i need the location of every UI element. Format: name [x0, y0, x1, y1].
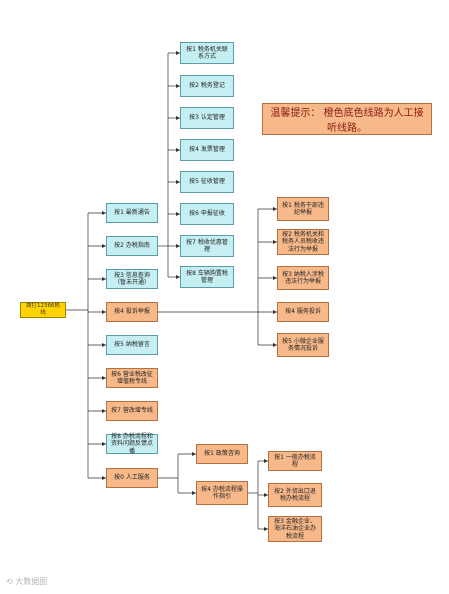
manual-node: 按1 政策咨询: [196, 444, 248, 464]
guide-node: 按8 车辆购置税管理: [180, 266, 234, 288]
flow-label: 按1 一般办税流程: [274, 453, 316, 469]
guide-node: 按3 认定管理: [180, 107, 234, 129]
complaint-label: 按1 税务干部违纪举报: [282, 201, 324, 217]
menu-label: 按2 办税指南: [114, 242, 150, 250]
watermark-icon: ⟲: [6, 577, 13, 586]
menu-node: 按7 营改增专线: [106, 401, 158, 421]
arrow-head: [273, 343, 277, 347]
arrow-head: [176, 148, 180, 152]
complaint-node: 按3 纳税人涉税违法行为举报: [277, 266, 329, 290]
menu-node: 按6 营业税改征增值税专线: [106, 368, 158, 388]
menu-node: 按4 投诉举报: [106, 302, 158, 322]
manual-label: 按4 办税流程操作指引: [201, 485, 243, 501]
complaint-label: 按4 服务投诉: [285, 308, 321, 316]
complaint-label: 按3 纳税人涉税违法行为举报: [282, 270, 324, 286]
root-node: 拨打12366热线: [20, 302, 66, 318]
flow-label: 按3 金融企业、海洋石油企业办税流程: [273, 517, 316, 540]
arrow-head: [176, 180, 180, 184]
menu-node: 按1 最新通告: [106, 203, 158, 223]
tip-title: 温馨提示：: [270, 108, 321, 119]
menu-node: 按2 办税指南: [106, 236, 158, 256]
menu-label: 按4 投诉举报: [114, 308, 150, 316]
complaint-label: 按5 小微企业服务情况投诉: [282, 337, 324, 353]
complaint-node: 按1 税务干部违纪举报: [277, 197, 329, 221]
arrow-head: [264, 527, 268, 531]
arrow-head: [176, 51, 180, 55]
manual-node: 按4 办税流程操作指引: [196, 481, 248, 505]
flow-label: 按2 外贸出口退税办税流程: [274, 487, 316, 503]
arrow-head: [192, 491, 196, 495]
menu-label: 按7 营改增专线: [111, 407, 153, 415]
arrow-head: [102, 211, 106, 215]
menu-node: 按8 办税流程和资料问题反馈点播: [106, 432, 158, 455]
menu-node: 按0 人工服务: [106, 468, 158, 488]
menu-label: 按8 办税流程和资料问题反馈点播: [110, 432, 153, 455]
arrow-head: [102, 343, 106, 347]
arrow-head: [102, 244, 106, 248]
menu-node: 按5 纳税留言: [106, 335, 158, 355]
complaint-label: 按2 税务机关和税务人员税收违法行为举报: [281, 230, 324, 253]
menu-label: 按1 最新通告: [114, 209, 150, 217]
guide-label: 按4 发票管理: [189, 146, 225, 154]
arrow-head: [102, 277, 106, 281]
guide-label: 按6 申报征收: [189, 210, 225, 218]
arrow-head: [273, 207, 277, 211]
arrow-head: [273, 240, 277, 244]
menu-label: 按0 人工服务: [114, 474, 150, 482]
arrow-head: [264, 493, 268, 497]
arrow-head: [176, 212, 180, 216]
tip-text: 橙色底色线路为人工接听线路。: [323, 108, 424, 134]
guide-node: 按5 征收管理: [180, 171, 234, 193]
arrow-head: [176, 84, 180, 88]
arrow-head: [176, 275, 180, 279]
arrow-head: [192, 452, 196, 456]
guide-label: 按1 税务机关联系方式: [186, 45, 228, 61]
arrow-head: [273, 276, 277, 280]
root-label: 拨打12366热线: [26, 303, 60, 316]
arrow-head: [102, 409, 106, 413]
flow-node: 按2 外贸出口退税办税流程: [268, 483, 322, 507]
guide-node: 按1 税务机关联系方式: [180, 42, 234, 64]
arrow-head: [102, 376, 106, 380]
watermark-text: 大数据图: [15, 577, 48, 586]
menu-node: 按3 信息查询（暂未开通）: [106, 269, 158, 289]
arrow-head: [264, 459, 268, 463]
guide-node: 按4 发票管理: [180, 139, 234, 161]
flow-node: 按3 金融企业、海洋石油企业办税流程: [268, 516, 322, 542]
arrow-head: [176, 116, 180, 120]
complaint-node: 按5 小微企业服务情况投诉: [277, 333, 329, 357]
arrow-head: [102, 476, 106, 480]
complaint-node: 按4 服务投诉: [277, 302, 329, 322]
arrow-head: [176, 244, 180, 248]
arrow-head: [102, 310, 106, 314]
guide-node: 按7 税收优惠管理: [180, 235, 234, 257]
guide-label: 按7 税收优惠管理: [186, 238, 228, 254]
arrow-head: [273, 310, 277, 314]
flow-node: 按1 一般办税流程: [268, 451, 322, 471]
menu-label: 按3 信息查询（暂未开通）: [113, 271, 150, 287]
guide-label: 按8 车辆购置税管理: [186, 269, 228, 285]
tip-box: 温馨提示： 橙色底色线路为人工接听线路。: [262, 103, 432, 135]
menu-label: 按6 营业税改征增值税专线: [111, 370, 153, 386]
guide-label: 按5 征收管理: [189, 178, 225, 186]
arrow-head: [102, 442, 106, 446]
guide-label: 按2 税务登记: [189, 82, 225, 90]
guide-label: 按3 认定管理: [189, 114, 225, 122]
watermark: ⟲ 大数据图: [6, 576, 47, 587]
guide-node: 按2 税务登记: [180, 75, 234, 97]
guide-node: 按6 申报征收: [180, 203, 234, 225]
menu-label: 按5 纳税留言: [114, 341, 150, 349]
manual-label: 按1 政策咨询: [204, 450, 240, 458]
complaint-node: 按2 税务机关和税务人员税收违法行为举报: [277, 229, 329, 255]
